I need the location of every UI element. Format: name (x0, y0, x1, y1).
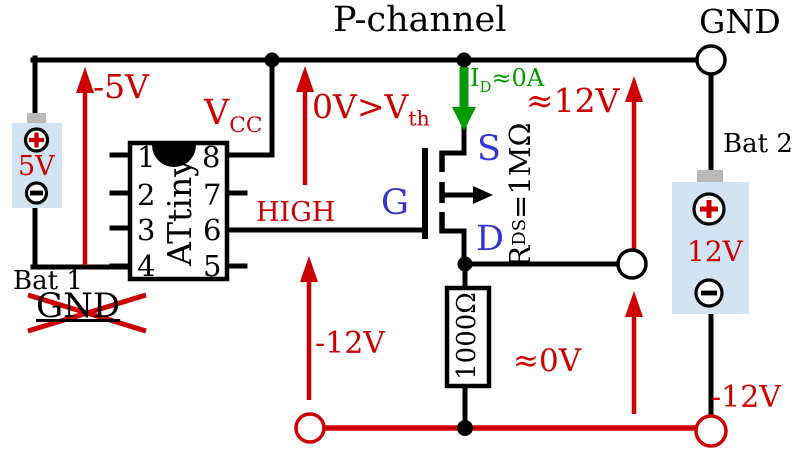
battery2-voltage-label: 12V (687, 235, 743, 268)
pin-1-label: 1 (137, 140, 156, 174)
source-label: S (477, 129, 501, 169)
battery1-symbol (12, 113, 62, 208)
black-wires (30, 54, 714, 431)
battery2-terminal-nub (697, 170, 723, 182)
pin-4-label: 4 (137, 249, 156, 283)
resistor-value-label: 1000Ω (452, 292, 482, 380)
battery1-voltage-label: 5V (18, 151, 55, 182)
voltage-arrows (76, 66, 643, 414)
pin-5-label: 5 (203, 249, 222, 283)
approx12v-label: ≈12V (526, 81, 620, 120)
vcc-sub: CC (229, 113, 263, 138)
page-title: P-channel (333, 0, 507, 40)
rds-rest: =1MΩ (502, 122, 537, 219)
pin-6-label: 6 (203, 213, 222, 247)
battery1-name-label: Bat 1 (13, 266, 83, 296)
pin-8-label: 8 (202, 140, 221, 174)
minus12v-rail-label: -12V (711, 380, 781, 415)
rds-base: R (502, 245, 537, 268)
chip-name-label: ATtiny (159, 158, 199, 266)
battery2-name-label: Bat 2 (723, 129, 793, 159)
right-rail-terminal-circle (694, 414, 728, 448)
pmos-symbol (422, 148, 493, 267)
gate-label: G (381, 183, 409, 223)
vcc-base: V (204, 93, 230, 133)
pin-3-label: 3 (137, 213, 156, 247)
gnd-cross-out-icon (27, 292, 147, 334)
chip-pin-stubs (109, 152, 248, 269)
minus5v-label: -5V (93, 67, 149, 106)
battery1-terminal-nub (27, 113, 46, 124)
battery2-symbol (672, 170, 749, 314)
gate-drive-sub: th (408, 106, 430, 131)
left-rail-terminal-circle (294, 412, 326, 444)
chip-notch (152, 145, 196, 167)
gnd-terminal-circle (695, 44, 727, 76)
id-rest: ≈0A (491, 64, 545, 92)
crossed-gnd-label: GND (36, 286, 121, 326)
chip-body (127, 140, 230, 282)
id-sub: D (479, 77, 492, 96)
gate-drive-label: 0V>Vth (312, 87, 430, 129)
junction-dots (264, 52, 473, 436)
resistor-body (444, 285, 492, 389)
vcc-label: VCC (204, 93, 262, 137)
minus12v-gate-label: -12V (315, 326, 385, 361)
gate-drive-base: 0V>V (312, 87, 409, 126)
drain-terminal-circle (616, 248, 648, 280)
high-label: HIGH (256, 197, 336, 228)
pin-7-label: 7 (203, 178, 222, 212)
attiny-chip-symbol (127, 140, 230, 282)
approx0v-label: ≈0V (513, 343, 582, 379)
mosfet-body-arrowhead (473, 186, 493, 204)
drain-label: D (476, 219, 505, 259)
gnd-label: GND (699, 2, 781, 41)
id-base: I (470, 64, 480, 92)
drain-current-arrow (452, 67, 476, 131)
drain-current-label: ID≈0A (470, 64, 545, 94)
pin-2-label: 2 (137, 178, 156, 212)
